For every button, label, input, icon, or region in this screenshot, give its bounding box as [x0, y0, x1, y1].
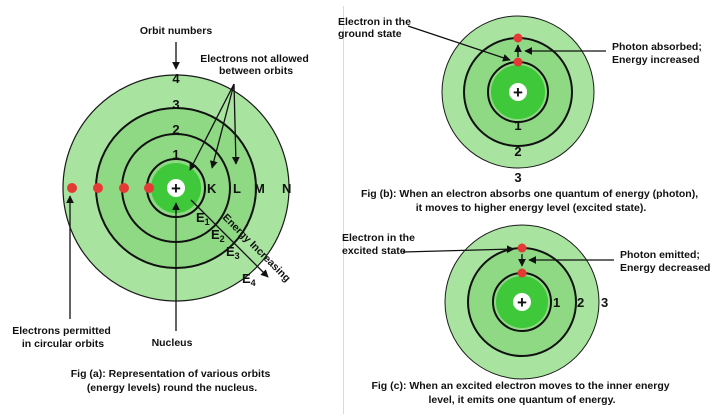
photon-emitted-label: Photon emitted; Energy decreased — [620, 249, 710, 274]
electron-ground — [513, 57, 523, 67]
energy-level-label: E4 — [242, 271, 256, 288]
panel-divider — [343, 6, 344, 414]
permitted-label: Electrons permitted in circular orbits — [12, 325, 114, 350]
electron-ground — [517, 268, 527, 278]
fig-a: + 1 2 3 4 K L M N Orbit numbers Electron… — [12, 25, 311, 394]
orbit-numbers-label: Orbit numbers — [140, 25, 213, 37]
orbit-number: 2 — [172, 122, 179, 137]
shell-letter-k: K — [207, 181, 217, 196]
fig-b-caption: Fig (b): When an electron absorbs one qu… — [361, 188, 701, 214]
fig-c-caption: Fig (c): When an excited electron moves … — [371, 380, 672, 406]
fig-c: + 1 2 3 Electron in the excited state Ph… — [342, 224, 710, 406]
electron — [93, 183, 103, 193]
fig-b: + 1 2 3 Electron in the ground state Pho… — [338, 15, 705, 214]
energy-level-label: E2 — [211, 227, 225, 244]
excited-state-arrow — [402, 245, 515, 254]
photon-absorbed-label: Photon absorbed; Energy increased — [612, 41, 705, 66]
orbit-number: 1 — [553, 295, 560, 310]
energy-level-label: E1 — [196, 210, 210, 227]
orbit-number: 3 — [172, 97, 179, 112]
shell-letter-n: N — [282, 181, 291, 196]
electron-excited — [513, 33, 523, 43]
nucleus-plus-icon: + — [513, 83, 523, 102]
orbit-number: 3 — [514, 170, 521, 185]
nucleus-label: Nucleus — [152, 337, 193, 349]
nucleus-plus-icon: + — [517, 293, 527, 312]
excited-state-label: Electron in the excited state — [342, 232, 418, 257]
ground-state-arrow — [407, 25, 511, 62]
electron — [67, 183, 77, 193]
electron — [144, 183, 154, 193]
orbit-number: 3 — [601, 295, 608, 310]
orbit-number: 4 — [172, 71, 180, 86]
electron-excited — [517, 243, 527, 253]
energy-increasing-arrow — [190, 199, 269, 278]
electron — [119, 183, 129, 193]
orbit-number: 1 — [514, 118, 521, 133]
not-allowed-arrow — [231, 83, 240, 165]
nucleus-disc — [167, 179, 185, 197]
nucleus-disc — [509, 83, 527, 101]
orbit-number: 1 — [172, 147, 179, 162]
shell-letter-l: L — [233, 181, 241, 196]
not-allowed-label: Electrons not allowed between orbits — [200, 53, 311, 77]
not-allowed-arrow — [189, 83, 235, 171]
nucleus-disc — [513, 293, 531, 311]
not-allowed-arrow — [210, 83, 235, 169]
orbit-number: 2 — [514, 144, 521, 159]
nucleus-plus-icon: + — [171, 179, 181, 198]
shell-letter-m: M — [254, 181, 265, 196]
energy-level-label: E3 — [226, 244, 240, 261]
fig-a-caption: Fig (a): Representation of various orbit… — [71, 368, 273, 394]
orbit-number: 2 — [577, 295, 584, 310]
ground-state-label: Electron in the ground state — [338, 16, 414, 40]
